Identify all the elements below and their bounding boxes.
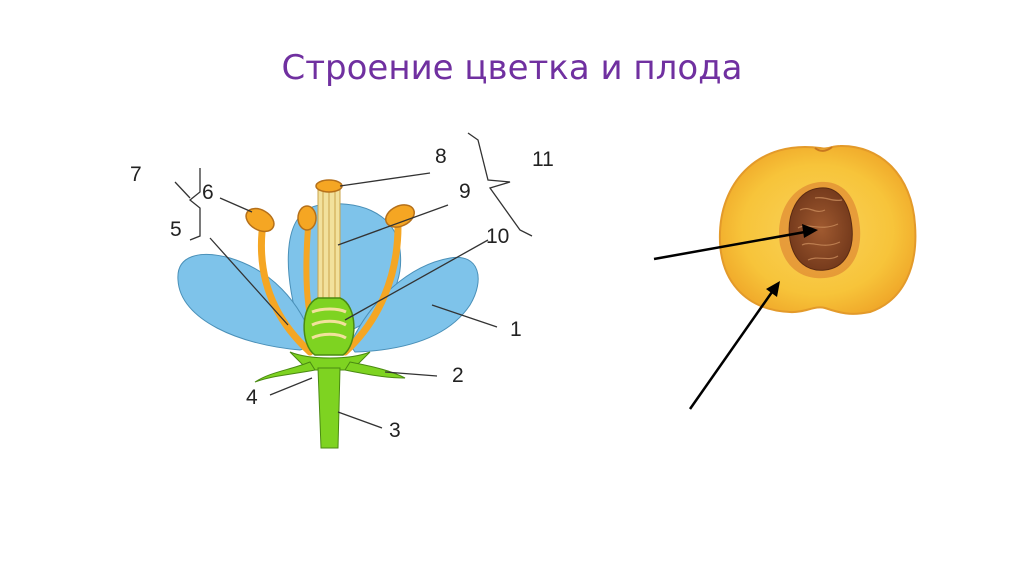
label-3: 3 xyxy=(389,419,401,442)
label-4: 4 xyxy=(246,386,258,409)
sepal-left xyxy=(255,362,315,382)
pistil-ovary xyxy=(304,298,354,355)
anther-left2 xyxy=(298,206,316,230)
arrow-to-flesh xyxy=(690,292,772,409)
sepal-right xyxy=(345,362,405,378)
label-8: 8 xyxy=(435,145,447,168)
label-1: 1 xyxy=(510,318,522,341)
label-6: 6 xyxy=(202,181,214,204)
label-9: 9 xyxy=(459,180,471,203)
pistil-stigma xyxy=(316,180,342,192)
label-5: 5 xyxy=(170,218,182,241)
anther-left xyxy=(242,204,278,236)
label-11: 11 xyxy=(532,148,554,171)
peach-diagram xyxy=(654,146,915,409)
stem xyxy=(318,368,340,448)
label-10: 10 xyxy=(486,225,509,248)
flower-diagram: 1 2 3 4 5 6 7 8 9 10 11 xyxy=(130,133,554,448)
label-7: 7 xyxy=(130,163,142,186)
label-2: 2 xyxy=(452,364,464,387)
